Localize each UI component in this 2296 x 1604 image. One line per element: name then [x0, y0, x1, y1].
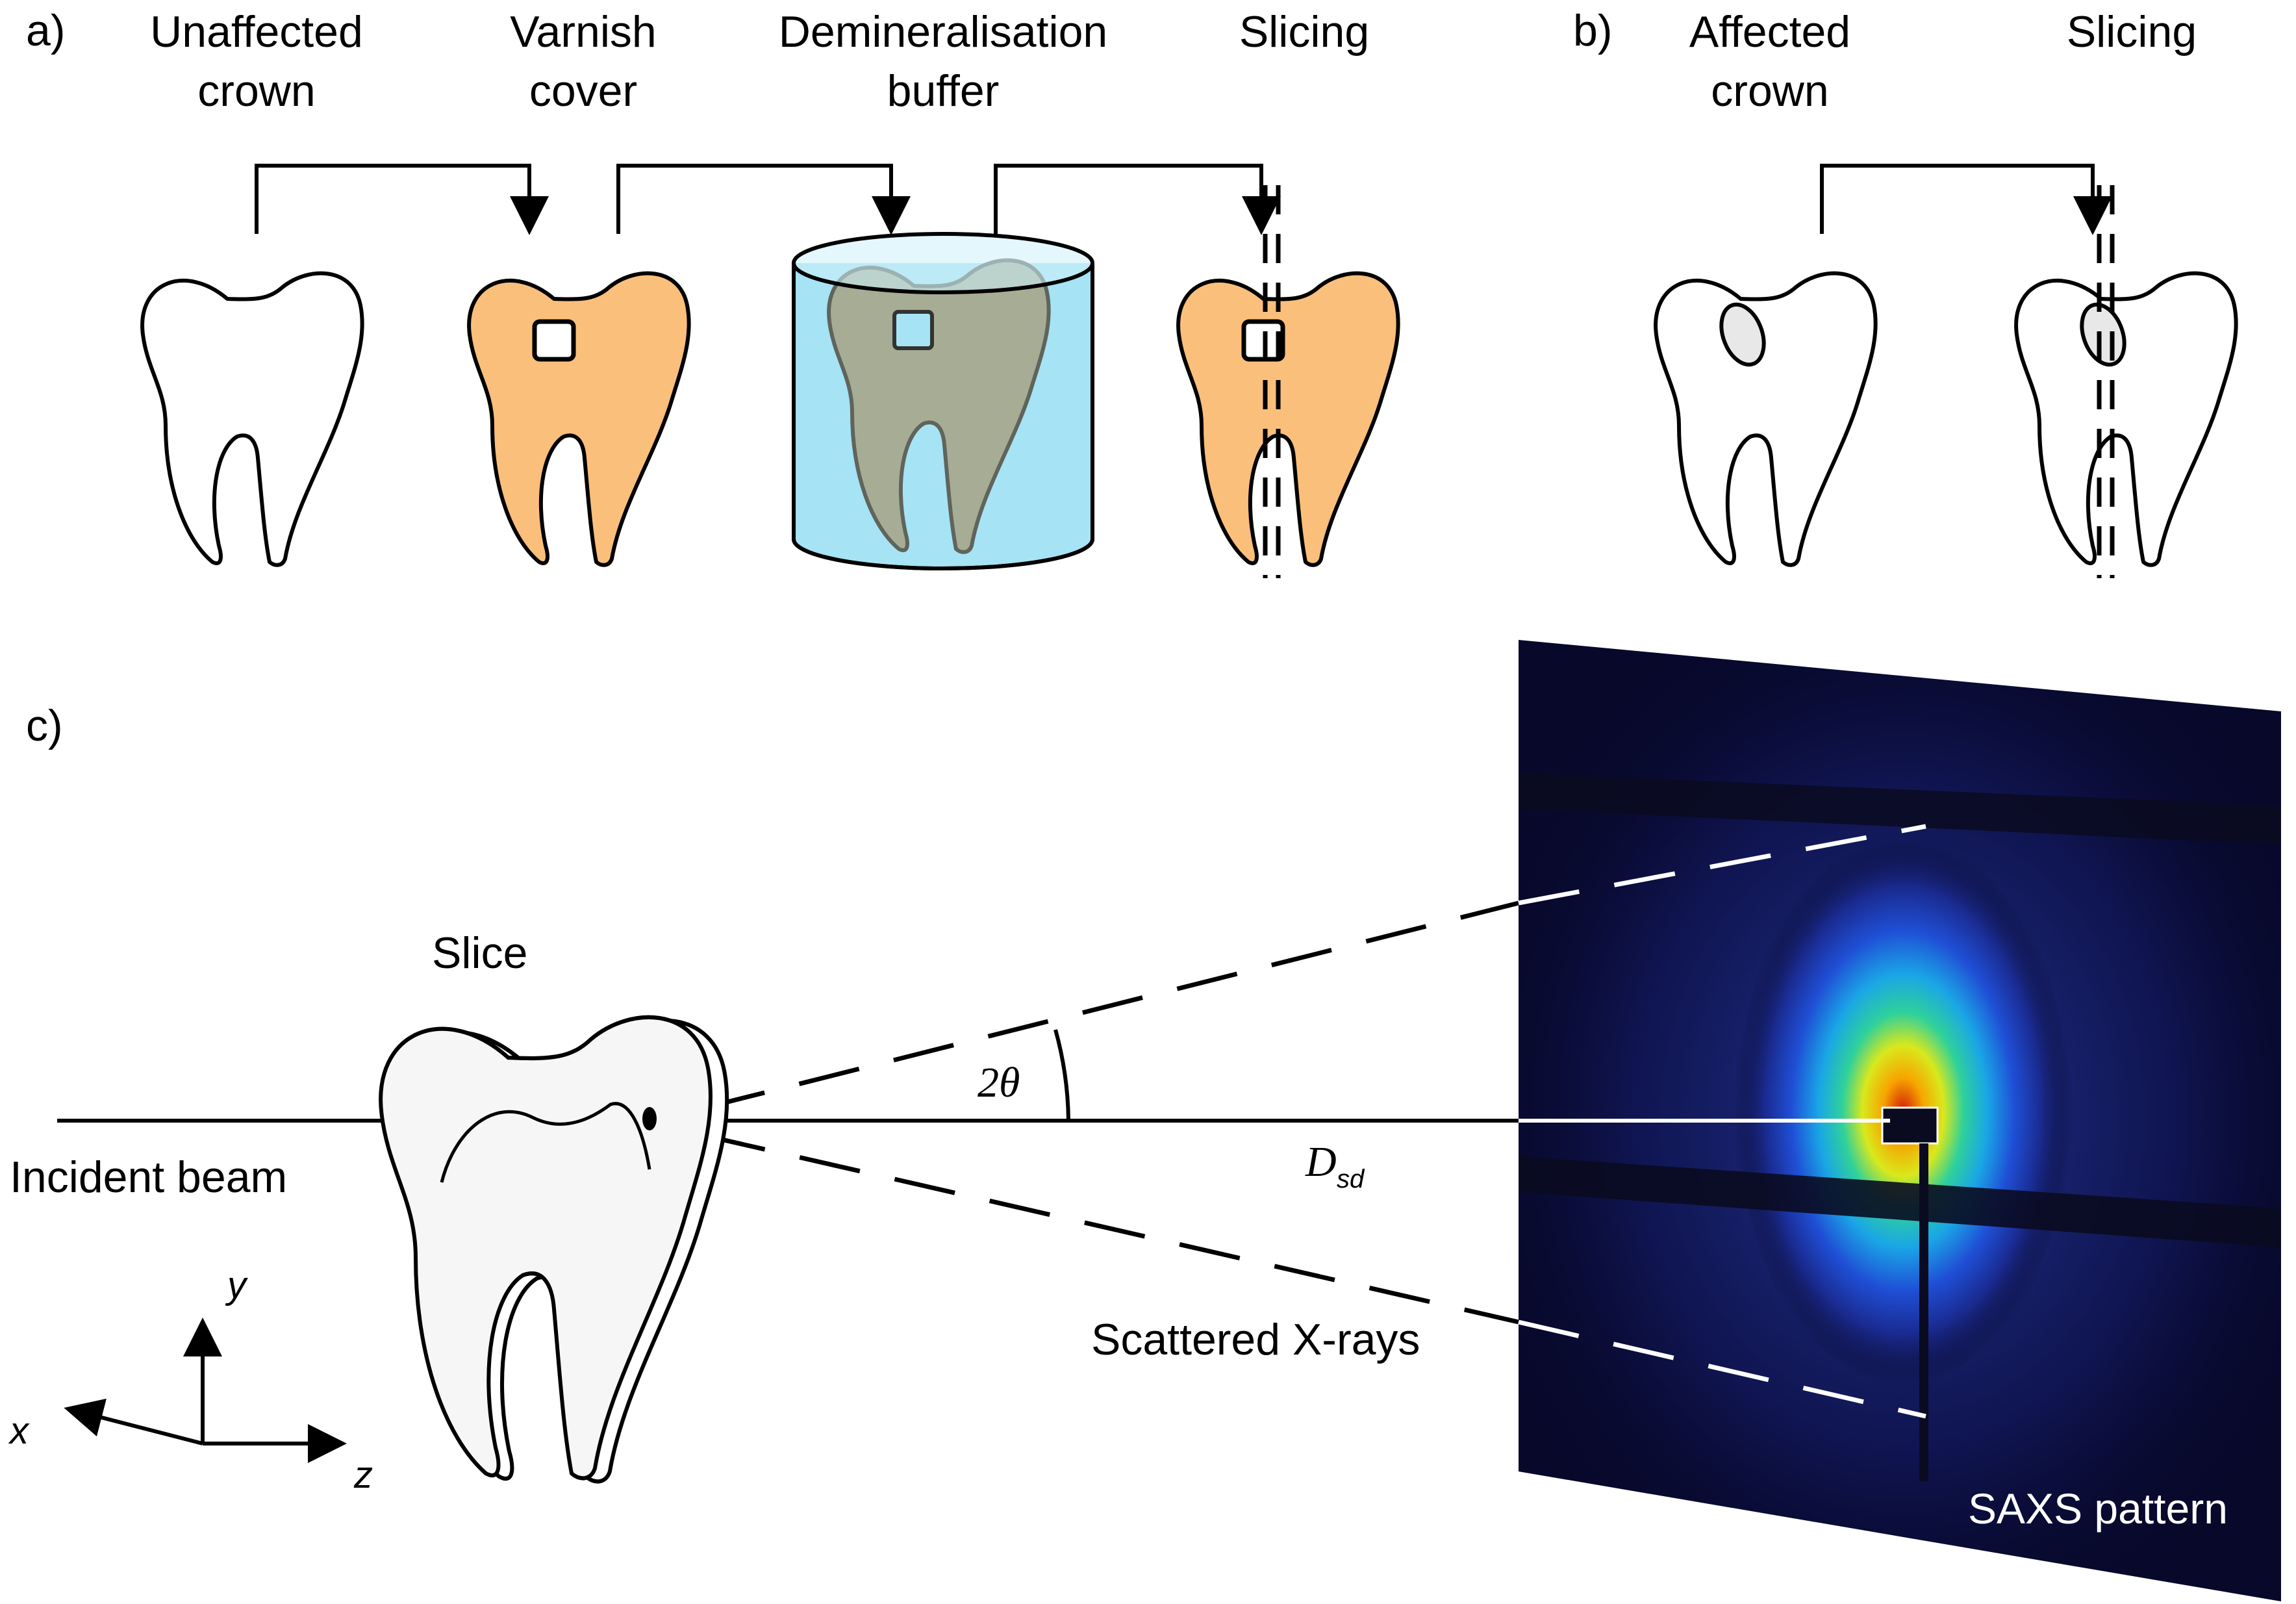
sliced-varnished-tooth: [1178, 274, 1398, 565]
step-label-line2: crown: [197, 66, 315, 116]
scattered-ray-lower-detector: [1518, 1319, 1926, 1419]
slicing-cut-lines-a: [1263, 185, 1281, 578]
distance-label-sub: sd: [1337, 1165, 1365, 1193]
submerged-tooth: [829, 261, 1049, 552]
buffer-container: [792, 232, 1094, 570]
step-demineralisation-label: Demineralisation buffer: [779, 7, 1107, 116]
affected-tooth: [1656, 274, 1876, 565]
step-varnish-cover-label: Varnish cover: [510, 7, 657, 116]
beamstop: [1881, 1106, 1939, 1145]
tooth-slice: [381, 1017, 727, 1482]
arrow-varnish-to-buffer: [616, 164, 911, 235]
saxs-pattern-label: SAXS pattern: [1968, 1484, 2228, 1533]
arrow-buffer-to-slicing: [994, 164, 1281, 235]
step-label-line1: Slicing: [1239, 7, 1369, 57]
step-label-line2: crown: [1711, 66, 1828, 116]
angle-arc: [1053, 1029, 1070, 1121]
arrow-unaffected-to-varnish: [255, 164, 549, 235]
scattered-ray-upper: [704, 900, 1519, 1110]
slicing-cut-lines-b: [2097, 185, 2115, 578]
unaffected-tooth: [142, 274, 362, 565]
incident-beam-label: Incident beam: [10, 1152, 287, 1202]
step-affected-crown-label: Affected crown: [1689, 7, 1850, 116]
step-label-line1: Unaffected: [150, 7, 363, 57]
step-label-line1: Slicing: [2067, 7, 2197, 57]
scattered-xrays-label: Scattered X-rays: [1091, 1315, 1420, 1364]
beam-spot: [642, 1107, 657, 1130]
beamstop-bar-mid: [1519, 1156, 2281, 1247]
step-unaffected-crown-label: Unaffected crown: [150, 7, 363, 116]
slice-label: Slice: [432, 928, 527, 978]
submerged-window: [892, 310, 934, 350]
angle-label-text: 2θ: [978, 1059, 1020, 1106]
beamstop-bar-top: [1519, 773, 2281, 845]
saxs-detector: SAXS pattern: [1519, 640, 2281, 1601]
scattered-ray-lower: [704, 1133, 1519, 1325]
step-label-line2: buffer: [887, 66, 1000, 116]
lesion: [1719, 302, 1766, 367]
scattered-ray-upper-detector: [1518, 824, 1926, 906]
step-label-line2: cover: [529, 66, 637, 116]
panel-a-label: a): [26, 6, 65, 55]
axis-z-label: z: [353, 1454, 373, 1496]
varnish-window: [532, 319, 576, 362]
varnished-tooth: [469, 274, 689, 565]
distance-label: D sd: [1305, 1138, 1365, 1193]
step-label-line1: Affected: [1689, 7, 1850, 57]
step-slicing-label: Slicing: [1239, 7, 1369, 57]
beamstop-arm: [1919, 1143, 1928, 1481]
tooth-slice-front: [381, 1017, 711, 1479]
coordinate-axes: y z x: [8, 1264, 373, 1496]
sliced-affected-tooth: [2016, 274, 2236, 565]
step-label-line1: Varnish: [510, 7, 657, 57]
step-label-line1: Demineralisation: [779, 7, 1107, 57]
angle-label: 2θ: [978, 1059, 1020, 1106]
slice-pulp-line: [440, 1102, 651, 1183]
step-slicing-b-label: Slicing: [2067, 7, 2197, 57]
buffer-surface: [792, 232, 1094, 294]
panel-b-label: b): [1573, 6, 1612, 55]
arrow-affected-to-slicing: [1820, 164, 2112, 235]
panel-c-label: c): [26, 701, 63, 750]
distance-label-main: D: [1305, 1138, 1337, 1186]
axis-y-label: y: [225, 1264, 248, 1306]
axis-x-label: x: [8, 1410, 30, 1452]
